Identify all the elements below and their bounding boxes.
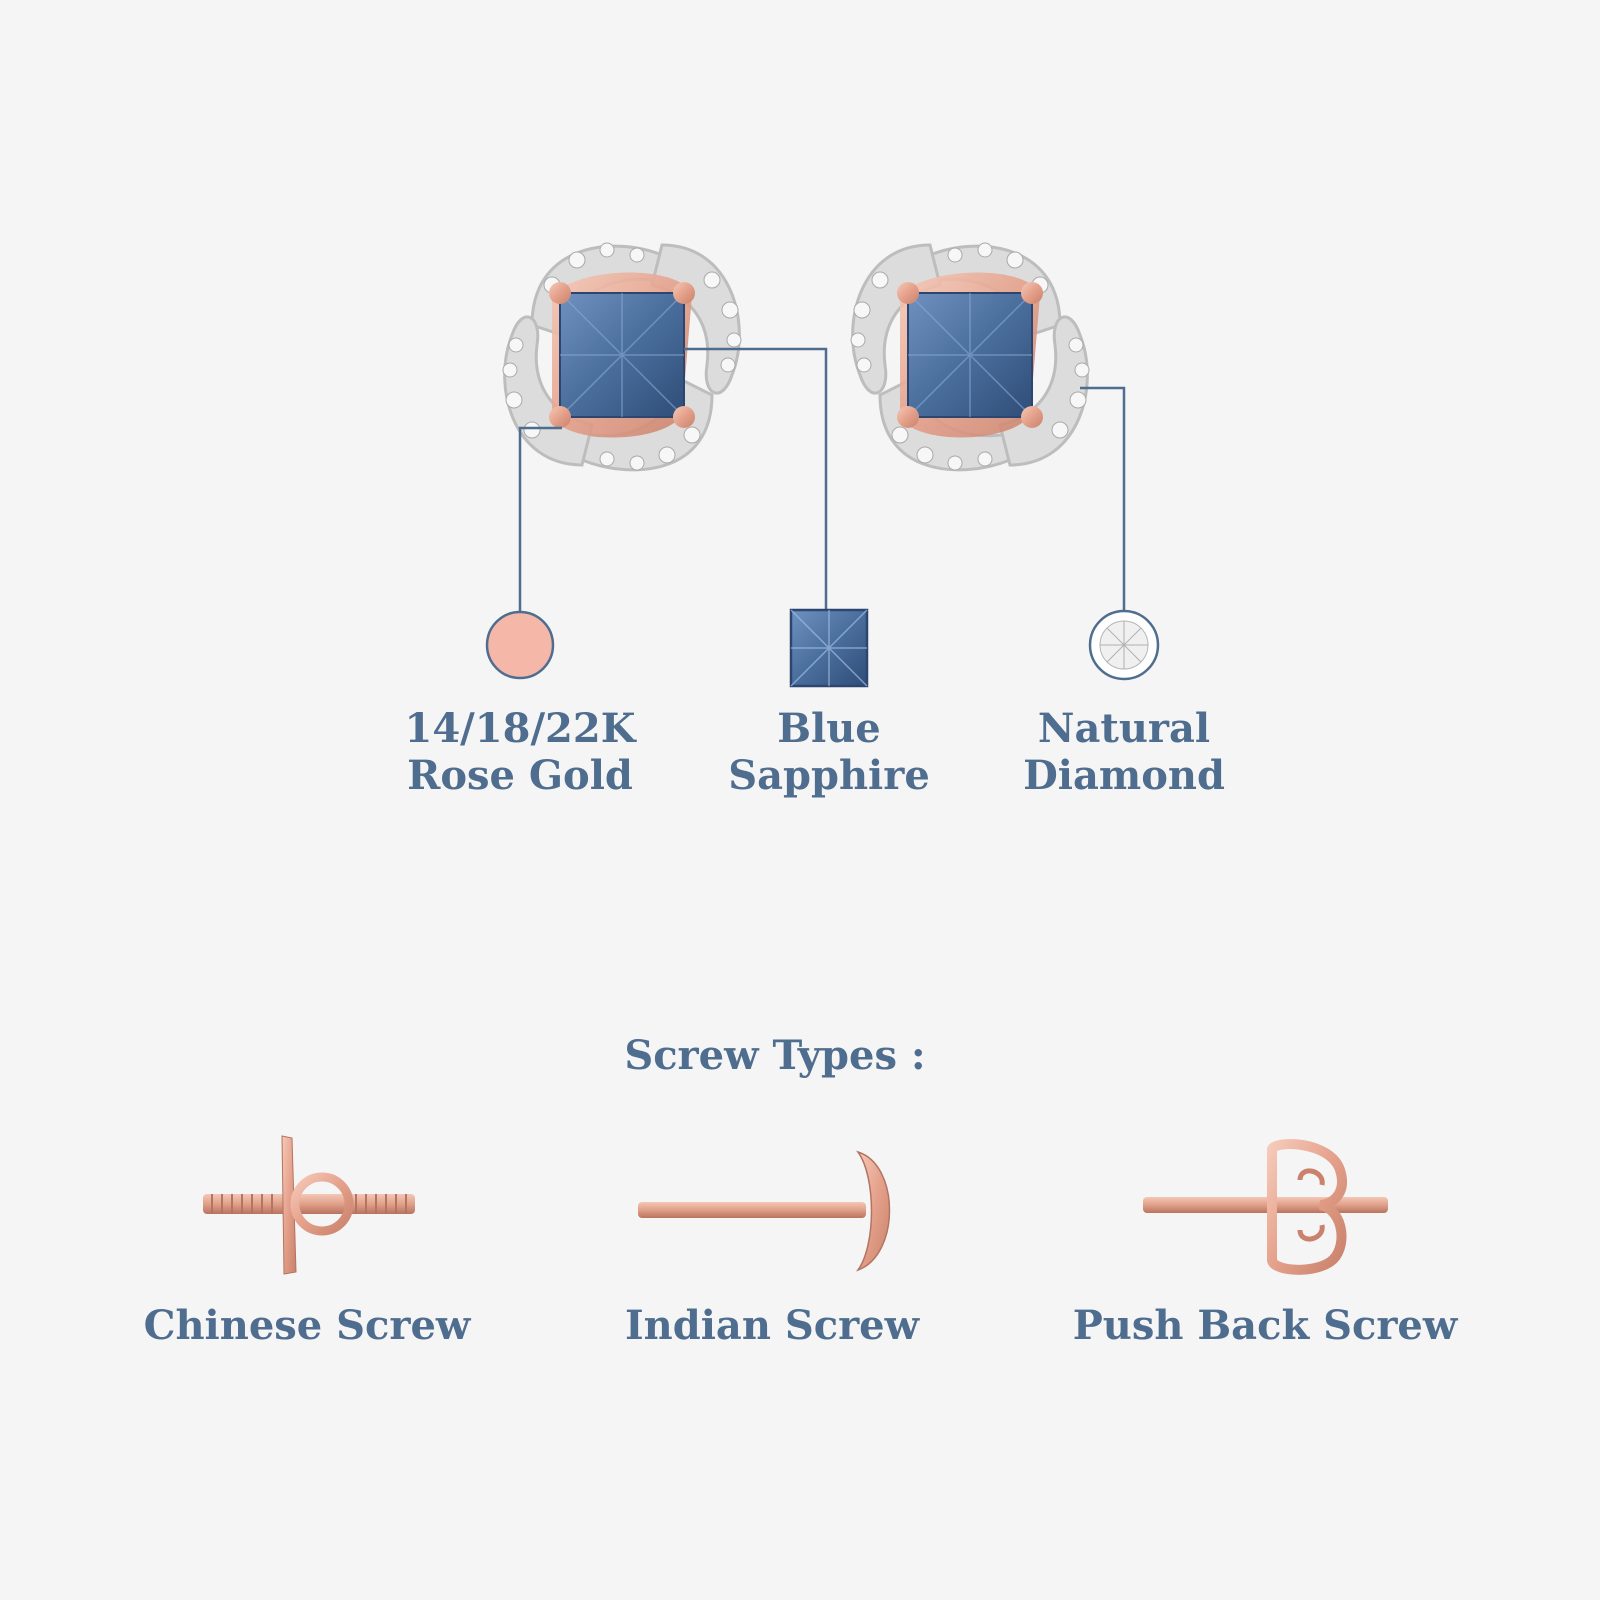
rose-gold-label-line1: 14/18/22K <box>404 705 636 752</box>
sapphire-label-line2: Sapphire <box>728 752 930 800</box>
diamond-label-line1: Natural <box>1037 705 1211 752</box>
left-earring-icon <box>502 242 742 472</box>
push-back-screw-icon <box>1143 1139 1388 1275</box>
sapphire-swatch-icon <box>789 608 869 688</box>
indian-screw-label: Indian Screw <box>624 1302 920 1349</box>
diamond-label-line2: Diamond <box>1023 752 1225 800</box>
chinese-screw-label: Chinese Screw <box>143 1302 471 1349</box>
chinese-screw-icon <box>203 1135 415 1275</box>
diamond-label: Natural Diamond <box>964 705 1284 799</box>
diamond-callout-line <box>1080 386 1126 612</box>
right-earring-icon <box>850 242 1090 472</box>
indian-screw-icon <box>638 1150 891 1272</box>
screw-types-title: Screw Types : <box>624 1032 926 1079</box>
callout-lines <box>518 347 1126 612</box>
rose-gold-label-line2: Rose Gold <box>407 752 633 800</box>
rose-gold-callout-line <box>518 426 562 612</box>
diamond-swatch-icon <box>1088 609 1160 681</box>
sapphire-label-line1: Blue <box>777 705 881 752</box>
push-back-screw-label: Push Back Screw <box>1072 1302 1458 1349</box>
sapphire-callout-line <box>684 347 828 612</box>
rose-gold-label: 14/18/22K Rose Gold <box>360 705 680 799</box>
sapphire-label: Blue Sapphire <box>669 705 989 799</box>
rose-gold-swatch-icon <box>485 610 555 680</box>
